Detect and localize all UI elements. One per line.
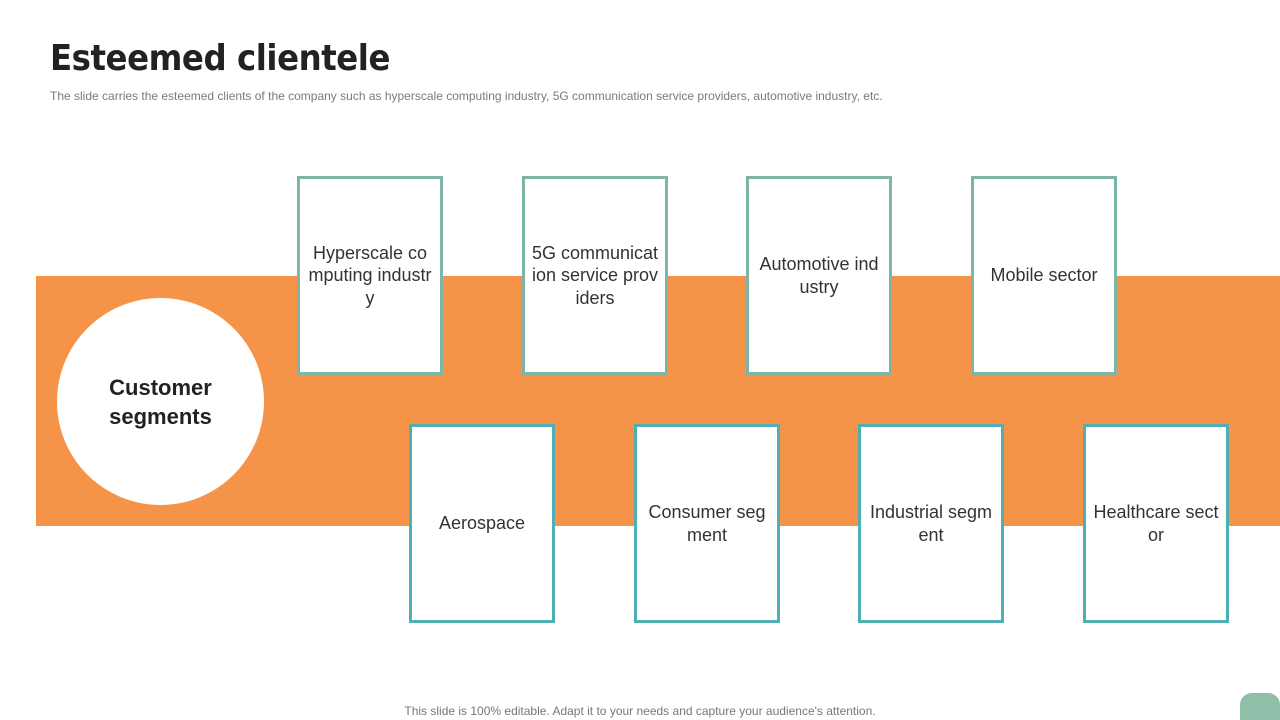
segment-card-hyperscale: Hyperscale computing industry	[297, 176, 443, 375]
segment-label: Mobile sector	[990, 265, 1098, 286]
segment-label: Industrial segment	[869, 502, 993, 545]
segment-card-automotive: Automotive industry	[746, 176, 892, 375]
page-subtitle: The slide carries the esteemed clients o…	[50, 89, 883, 103]
customer-segments-label: Customer segments	[109, 374, 212, 429]
segment-label: Automotive industry	[759, 254, 879, 297]
segment-label: Healthcare sector	[1093, 502, 1219, 545]
segment-card-industrial: Industrial segment	[858, 424, 1004, 623]
segment-card-consumer: Consumer segment	[634, 424, 780, 623]
page-title: Esteemed clientele	[50, 38, 390, 79]
customer-segments-circle: Customer segments	[57, 298, 264, 505]
segment-label: Aerospace	[438, 513, 526, 534]
segment-card-aerospace: Aerospace	[409, 424, 555, 623]
segment-card-5g: 5G communication service providers	[522, 176, 668, 375]
corner-accent-tab	[1240, 693, 1280, 720]
footer-note: This slide is 100% editable. Adapt it to…	[404, 704, 876, 718]
segment-label: 5G communication service providers	[531, 242, 659, 308]
segment-card-mobile: Mobile sector	[971, 176, 1117, 375]
segment-label: Consumer segment	[648, 502, 766, 545]
segment-card-healthcare: Healthcare sector	[1083, 424, 1229, 623]
segment-label: Hyperscale computing industry	[308, 242, 432, 308]
